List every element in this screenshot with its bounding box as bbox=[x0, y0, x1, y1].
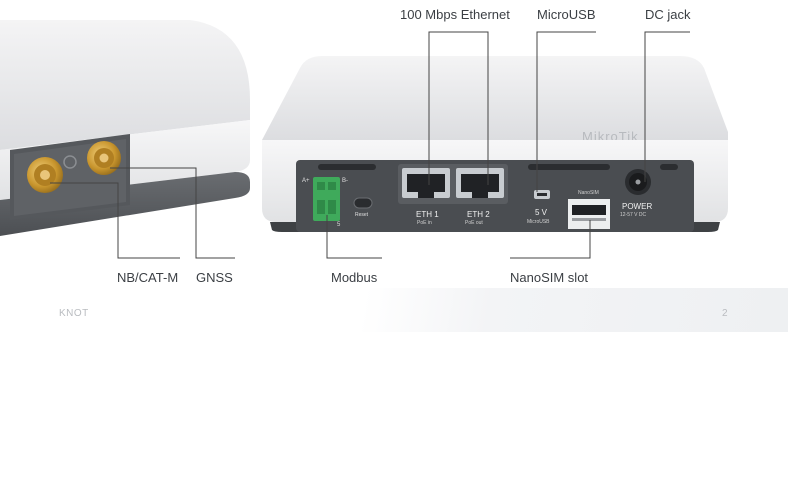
b-minus-label: B- bbox=[342, 178, 348, 184]
reset-button bbox=[353, 197, 373, 209]
footer-page-number: 2 bbox=[722, 308, 729, 319]
reset-label: Reset bbox=[355, 212, 369, 218]
label-ethernet: 100 Mbps Ethernet bbox=[400, 7, 510, 22]
ground-screw-icon bbox=[63, 155, 77, 169]
eth2-sub-label: PoE out bbox=[465, 220, 483, 226]
background-shade bbox=[0, 288, 788, 332]
label-nb-cat-m: NB/CAT-M bbox=[117, 270, 179, 285]
usb-sub-label: MicroUSB bbox=[527, 219, 550, 225]
terminal-number: 5 bbox=[337, 222, 341, 228]
eth1-label: ETH 1 bbox=[416, 210, 439, 219]
usb-voltage-label: 5 V bbox=[535, 208, 548, 217]
eth1-sub-label: PoE in bbox=[417, 220, 432, 226]
a-plus-label: A+ bbox=[302, 178, 310, 184]
footer-product-name: KNOT bbox=[59, 308, 89, 319]
label-gnss: GNSS bbox=[196, 270, 233, 285]
left-device bbox=[0, 20, 250, 236]
eth1-port bbox=[402, 168, 450, 198]
power-sub-label: 12-57 V DC bbox=[620, 212, 647, 218]
right-device: MikroTik A+ B- 5 Reset bbox=[262, 56, 728, 232]
gnss-connector bbox=[87, 141, 121, 175]
eth2-port bbox=[456, 168, 504, 198]
label-nanosim-slot: NanoSIM slot bbox=[510, 270, 589, 285]
eth2-label: ETH 2 bbox=[467, 210, 490, 219]
label-microusb: MicroUSB bbox=[537, 7, 596, 22]
dc-jack bbox=[625, 169, 651, 195]
nb-cat-m-connector bbox=[27, 157, 63, 193]
product-illustration: MikroTik A+ B- 5 Reset bbox=[0, 20, 728, 259]
callout-lines bbox=[50, 31, 690, 259]
power-label: POWER bbox=[622, 202, 652, 211]
nanosim-label: NanoSIM bbox=[578, 190, 599, 196]
label-modbus: Modbus bbox=[331, 270, 378, 285]
label-dc-jack: DC jack bbox=[645, 7, 691, 22]
